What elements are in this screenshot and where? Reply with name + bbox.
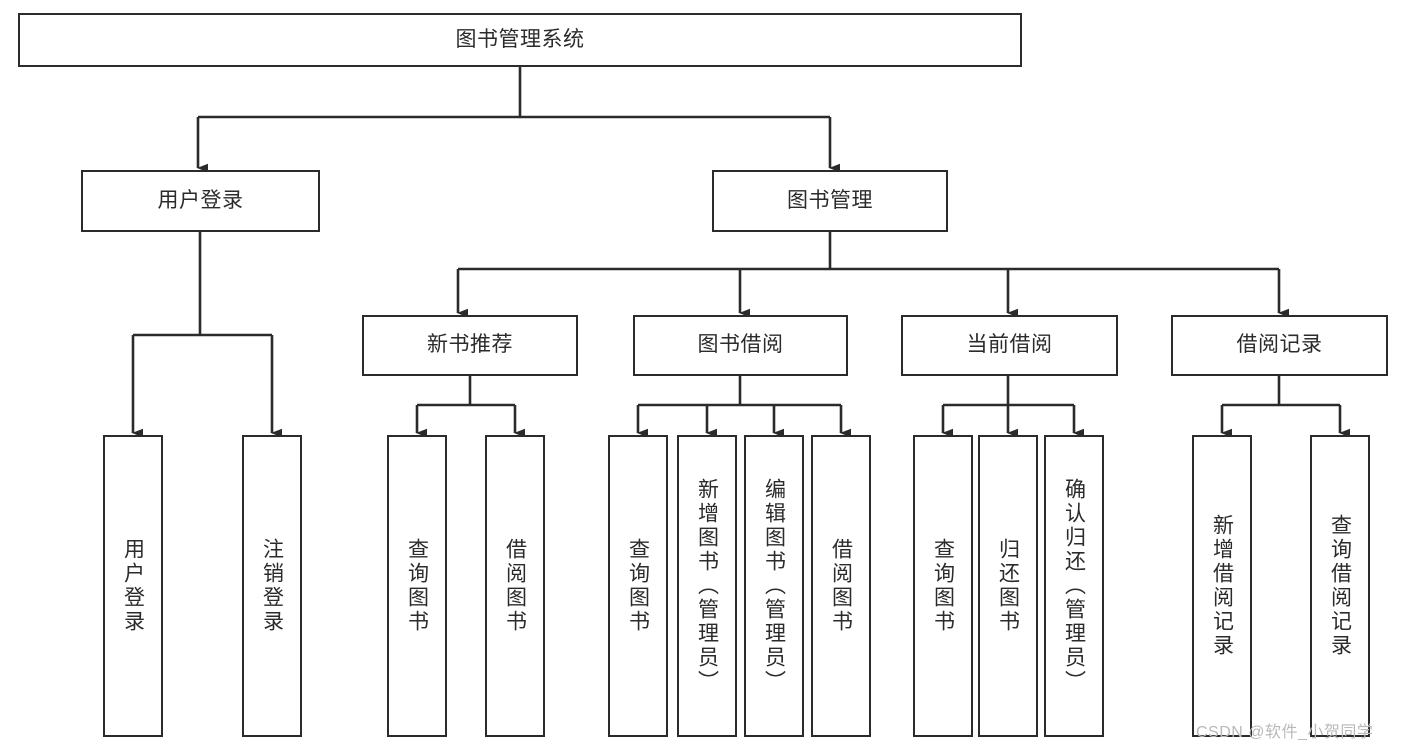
node-user-login[interactable]: 用户登录 (81, 170, 320, 232)
node-label: 注销登录 (260, 538, 284, 634)
leaf-confirm-return-admin[interactable]: 确认归还（管理员） (1044, 435, 1104, 737)
leaf-borrow-book[interactable]: 借阅图书 (811, 435, 871, 737)
leaf-logout[interactable]: 注销登录 (242, 435, 302, 737)
node-label: 确认归还（管理员） (1062, 478, 1086, 694)
node-label: 借阅图书 (829, 538, 853, 634)
node-label: 借阅记录 (1236, 333, 1323, 357)
node-label: 借阅图书 (503, 538, 527, 634)
leaf-return-book[interactable]: 归还图书 (978, 435, 1038, 737)
node-book-management[interactable]: 图书管理 (712, 170, 948, 232)
node-new-book-recommendation[interactable]: 新书推荐 (362, 315, 578, 376)
node-label: 查询图书 (626, 538, 650, 634)
node-label: 图书管理系统 (455, 27, 585, 51)
leaf-query-borrow-record[interactable]: 查询借阅记录 (1310, 435, 1370, 737)
leaf-query-book-current[interactable]: 查询图书 (913, 435, 973, 737)
leaf-query-book-borrow[interactable]: 查询图书 (608, 435, 668, 737)
leaf-edit-book-admin[interactable]: 编辑图书（管理员） (744, 435, 804, 737)
node-label: 新书推荐 (427, 333, 513, 357)
leaf-borrow-book-recommend[interactable]: 借阅图书 (485, 435, 545, 737)
leaf-user-login[interactable]: 用户登录 (103, 435, 163, 737)
node-label: 新增图书（管理员） (695, 478, 719, 694)
node-label: 归还图书 (996, 538, 1020, 634)
node-label: 查询图书 (931, 538, 955, 634)
node-label: 图书借阅 (697, 333, 784, 357)
node-label: 图书管理 (787, 188, 873, 212)
leaf-add-book-admin[interactable]: 新增图书（管理员） (677, 435, 737, 737)
node-label: 查询图书 (405, 538, 429, 634)
node-label: 用户登录 (157, 188, 244, 212)
node-borrowing-record[interactable]: 借阅记录 (1171, 315, 1388, 376)
csdn-watermark: CSDN @软件_小贺同学 (1196, 724, 1374, 741)
node-label: 用户登录 (121, 538, 145, 634)
node-book-borrowing[interactable]: 图书借阅 (633, 315, 848, 376)
node-current-borrowing[interactable]: 当前借阅 (901, 315, 1118, 376)
node-label: 查询借阅记录 (1328, 514, 1352, 658)
node-label: 编辑图书（管理员） (762, 478, 786, 694)
leaf-query-book-recommend[interactable]: 查询图书 (387, 435, 447, 737)
node-label: 新增借阅记录 (1210, 514, 1234, 658)
node-label: 当前借阅 (966, 333, 1053, 357)
leaf-add-borrow-record[interactable]: 新增借阅记录 (1192, 435, 1252, 737)
node-root-book-management-system[interactable]: 图书管理系统 (18, 13, 1022, 67)
